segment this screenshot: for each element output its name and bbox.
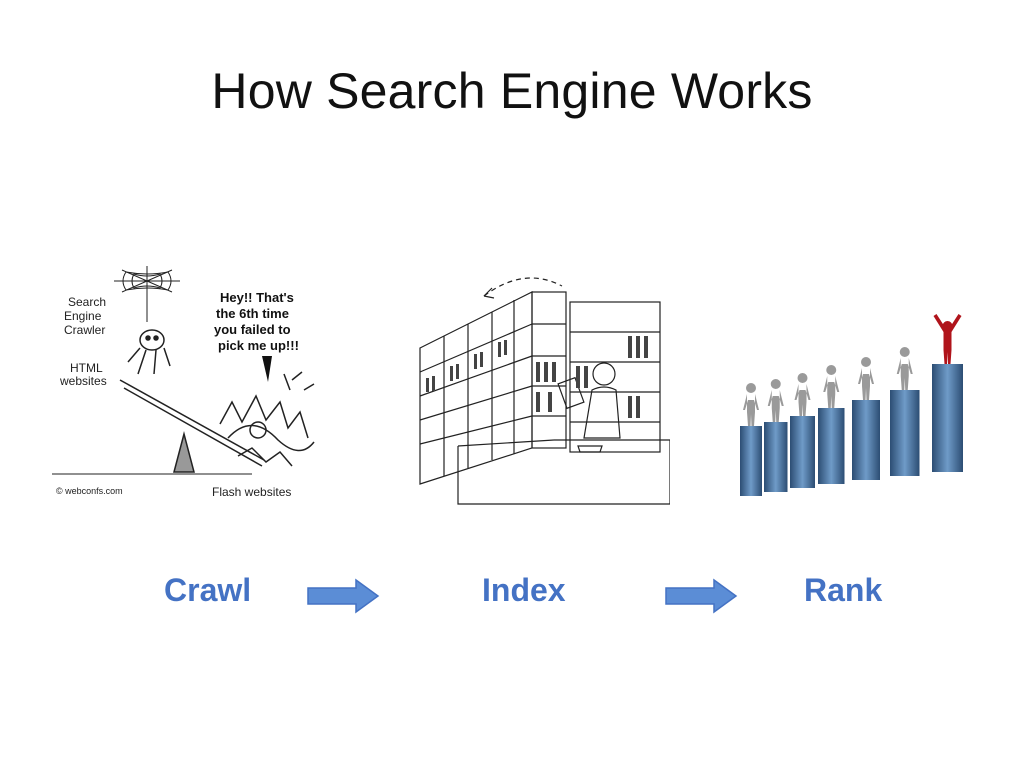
crawler-label-1: Search — [68, 295, 106, 309]
crawler-character — [127, 329, 171, 375]
podium-bar — [818, 408, 845, 484]
seesaw-icon — [52, 379, 265, 475]
crawler-label-3: Crawler — [64, 323, 105, 337]
ranking-podium-image — [740, 314, 963, 496]
step-rank: Rank — [804, 572, 883, 608]
person-figure-icon — [899, 347, 910, 357]
library-shelves-image — [419, 277, 671, 505]
speech-line-1: Hey!! That's — [220, 290, 294, 305]
crawler-label-2: Engine — [64, 309, 102, 323]
podium-bar — [740, 426, 762, 496]
podium-bar — [932, 364, 963, 472]
speech-pointer-icon — [262, 356, 272, 382]
person-figure-body — [823, 376, 840, 408]
speech-line-2: the 6th time — [216, 306, 289, 321]
podium-bar — [890, 390, 920, 476]
slide-title: How Search Engine Works — [211, 63, 813, 119]
rank-illustration — [728, 290, 978, 506]
person-figure-body — [767, 390, 784, 422]
crawl-cartoon: Search Engine Crawler HTML websites Hey!… — [52, 266, 315, 499]
winner-figure-body — [933, 314, 962, 364]
flash-character — [219, 371, 315, 467]
right-arrow-icon — [665, 578, 738, 614]
html-label-1: HTML — [70, 361, 103, 375]
step-index: Index — [482, 572, 566, 608]
index-illustration — [414, 262, 671, 506]
speech-line-3: you failed to — [214, 322, 291, 337]
spider-web-icon — [114, 266, 180, 322]
person-figure-body — [858, 368, 874, 400]
flash-label: Flash websites — [212, 485, 291, 499]
podium-bar — [764, 422, 788, 492]
person-figure-icon — [746, 383, 756, 393]
copyright-label: © webconfs.com — [56, 486, 123, 496]
person-figure-icon — [770, 379, 781, 389]
step-crawl: Crawl — [164, 572, 252, 608]
person-figure-icon — [797, 373, 808, 383]
podium-bar — [790, 416, 815, 488]
podium-bar — [852, 400, 880, 480]
person-figure-icon — [861, 357, 871, 367]
crawl-illustration: Search Engine Crawler HTML websites Hey!… — [52, 262, 332, 506]
right-arrow-icon — [307, 578, 380, 614]
html-label-2: websites — [59, 374, 107, 388]
speech-line-4: pick me up!!! — [218, 338, 299, 353]
person-figure-body — [794, 384, 811, 416]
person-figure-body — [743, 394, 759, 426]
person-figure-body — [896, 358, 913, 390]
person-figure-icon — [826, 365, 837, 375]
